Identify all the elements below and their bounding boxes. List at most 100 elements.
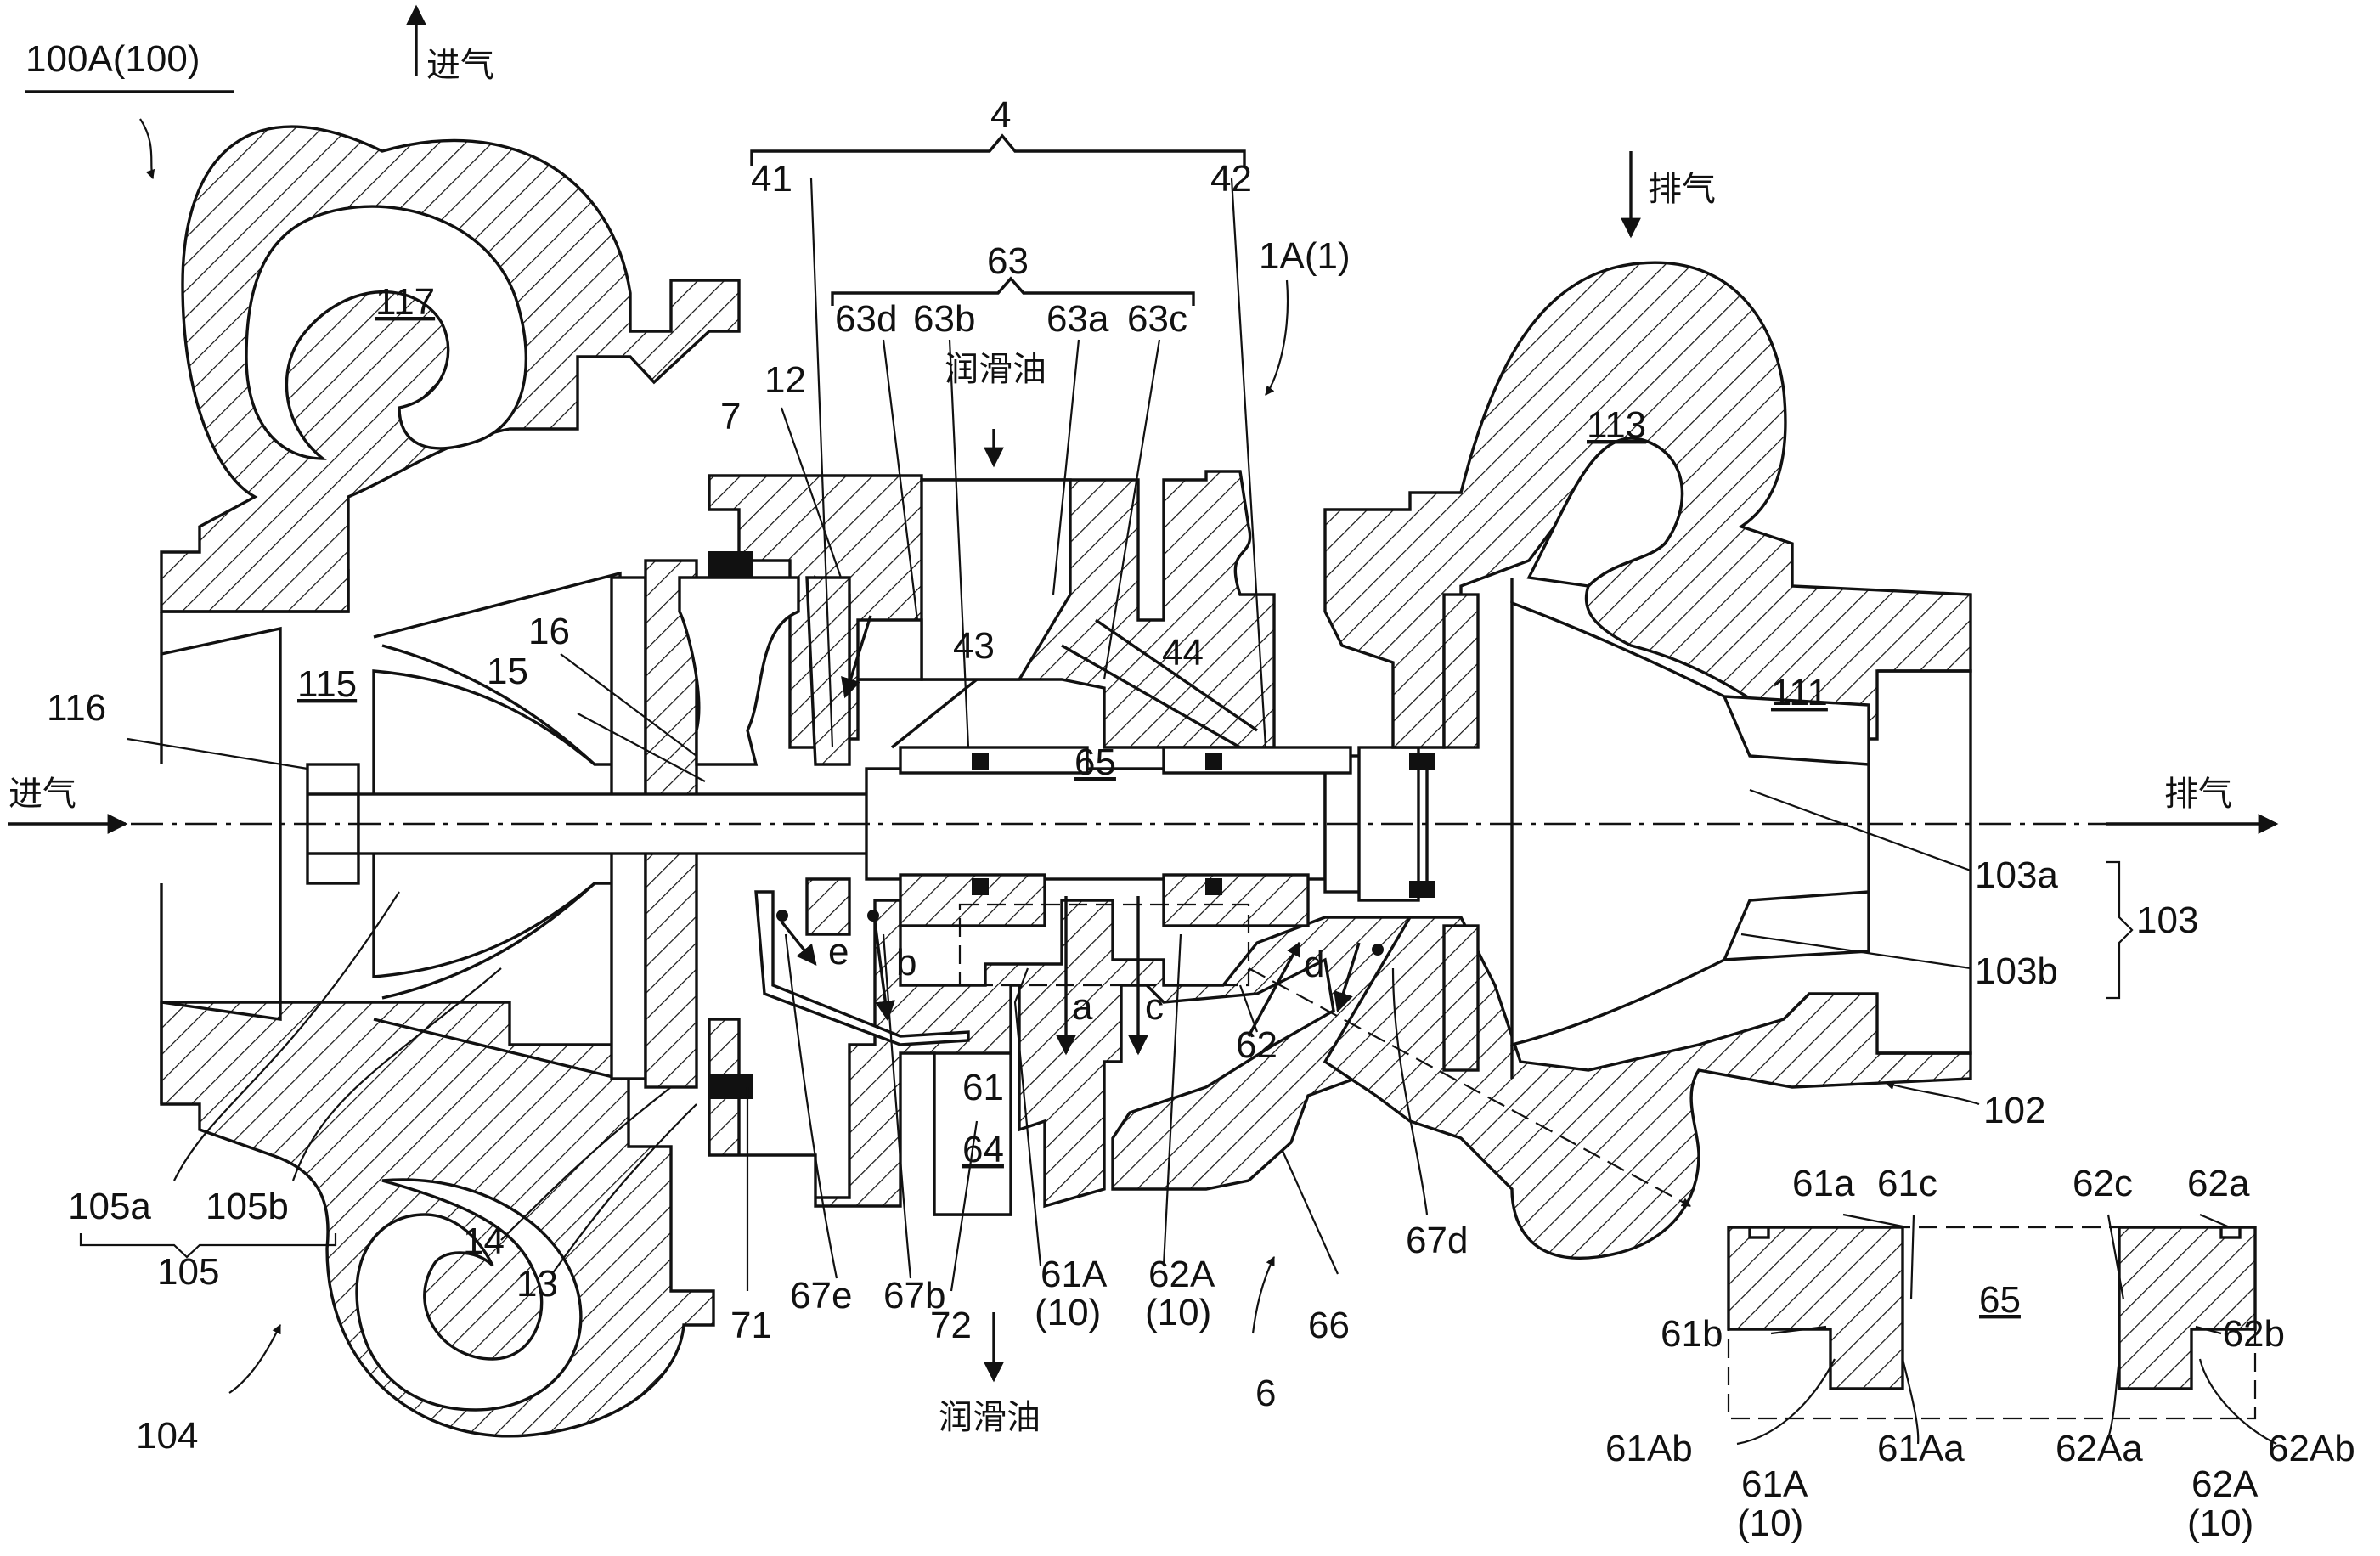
pin-62b <box>1205 878 1222 895</box>
label-43: 43 <box>953 625 995 667</box>
label-e: e <box>828 931 849 972</box>
flow-arrows <box>8 4 2279 1383</box>
bearing-detail-view <box>1727 1226 2257 1420</box>
pin-61b <box>972 878 989 895</box>
label-d62Aa: 62Aa <box>2056 1428 2143 1469</box>
label-62: 62 <box>1236 1024 1277 1066</box>
label-103b: 103b <box>1975 950 2058 992</box>
detail-reference-box <box>958 903 1250 987</box>
label-d65: 65 <box>1979 1279 2021 1321</box>
bearing-62-bottom <box>1162 873 1310 927</box>
dot-e <box>776 910 788 922</box>
brace-103 <box>2106 860 2134 1000</box>
pin-62 <box>1205 753 1222 770</box>
label-41: 41 <box>751 158 792 200</box>
compressor-scroll-cavity-upper <box>245 205 527 460</box>
label-71: 71 <box>730 1305 772 1346</box>
label-1A: 1A(1) <box>1259 235 1351 277</box>
brace-4 <box>750 133 1246 166</box>
label-d62Ab: 62Ab <box>2268 1428 2355 1469</box>
label-62A: 62A <box>1148 1254 1215 1295</box>
detail-notch-61 <box>1748 1226 1770 1239</box>
deflector-71 <box>754 890 970 1046</box>
label-113: 113 <box>1587 404 1646 446</box>
leader-arrow-1A <box>1247 941 1301 1037</box>
label-b: b <box>896 942 916 984</box>
label-d62b: 62b <box>2223 1313 2285 1355</box>
detail-leader-line <box>1248 967 1691 1207</box>
label-a: a <box>1072 986 1093 1028</box>
label-d61a: 61a <box>1792 1163 1855 1204</box>
label-assembly: 100A(100) <box>25 38 200 80</box>
label-63b: 63b <box>913 298 975 340</box>
heat-shield-upper <box>1442 593 1480 749</box>
text-labels: 100A(100) 进气 进气 排气 排气 润滑油 润滑油 4 41 42 63… <box>8 38 2355 1544</box>
dot-d <box>1372 944 1384 956</box>
turbine-outlet-wall-upper <box>1877 669 1972 1055</box>
label-oil-top: 润滑油 <box>945 350 1046 389</box>
detail-bearing-61A <box>1727 1226 1904 1390</box>
label-64: 64 <box>962 1129 1004 1170</box>
leader-lines <box>127 118 2277 1446</box>
dot-b <box>867 910 879 922</box>
piston-ring-lower <box>1409 881 1435 898</box>
label-d62a: 62a <box>2187 1163 2250 1204</box>
label-65: 65 <box>1074 741 1116 783</box>
flow-arrow-b <box>873 921 896 1022</box>
detail-bearing-62A <box>2118 1226 2257 1390</box>
label-d62c: 62c <box>2073 1163 2133 1204</box>
oil-passage-43 <box>890 678 979 749</box>
label-102: 102 <box>1983 1090 2045 1131</box>
brace-63 <box>831 276 1195 306</box>
label-d61Ab: 61Ab <box>1605 1428 1693 1469</box>
label-d62A-10: (10) <box>2187 1502 2253 1544</box>
oil-passage-44 <box>1061 644 1241 749</box>
label-63: 63 <box>987 240 1029 282</box>
label-12: 12 <box>764 359 806 401</box>
label-10b: (10) <box>1145 1292 1211 1333</box>
piston-ring-upper <box>1409 753 1435 770</box>
flow-arrow-d <box>1334 942 1361 1013</box>
o-ring-upper <box>708 551 753 577</box>
label-exhaust-right: 排气 <box>2164 775 2232 814</box>
compressor-blade-lower <box>381 882 596 1000</box>
label-intake-top: 进气 <box>426 46 494 85</box>
label-13: 13 <box>516 1263 558 1305</box>
compressor-scroll-cavity-lower <box>355 1178 583 1412</box>
label-104: 104 <box>136 1415 198 1457</box>
thrust-collar-12 <box>805 576 851 766</box>
label-105a: 105a <box>68 1186 151 1227</box>
label-117: 117 <box>375 281 435 323</box>
label-103: 103 <box>2136 899 2198 941</box>
label-16: 16 <box>528 611 570 652</box>
journal-bearings <box>708 551 1435 1099</box>
thrust-seal-parts <box>678 576 970 1046</box>
label-116: 116 <box>47 687 106 729</box>
bearing-62-top <box>1162 746 1352 775</box>
heat-shield-lower <box>1442 924 1480 1072</box>
label-115: 115 <box>297 663 357 705</box>
lower-thrust-parts <box>805 877 851 936</box>
label-d61Aa: 61Aa <box>1877 1428 1965 1469</box>
label-7: 7 <box>720 396 741 437</box>
label-d: d <box>1304 944 1324 985</box>
o-ring-lower <box>708 1074 753 1099</box>
turbine-scroll-cavity-113 <box>1526 437 1684 588</box>
turbine-housing <box>1323 261 1972 1260</box>
label-c: c <box>1145 986 1164 1028</box>
label-63c: 63c <box>1127 298 1187 340</box>
label-d61b: 61b <box>1661 1313 1723 1355</box>
label-oil-bottom: 润滑油 <box>939 1398 1041 1437</box>
label-intake-left: 进气 <box>8 775 76 814</box>
label-63d: 63d <box>835 298 897 340</box>
label-44: 44 <box>1162 632 1204 674</box>
label-d61c: 61c <box>1877 1163 1937 1204</box>
label-4: 4 <box>990 94 1011 136</box>
seal-sleeve-7 <box>678 576 800 766</box>
label-72: 72 <box>930 1305 972 1346</box>
flow-arrow-12 <box>841 615 872 699</box>
label-67e: 67e <box>790 1275 852 1316</box>
turbine-wheel <box>1510 600 1870 1047</box>
bearing-61-top <box>899 746 1089 775</box>
